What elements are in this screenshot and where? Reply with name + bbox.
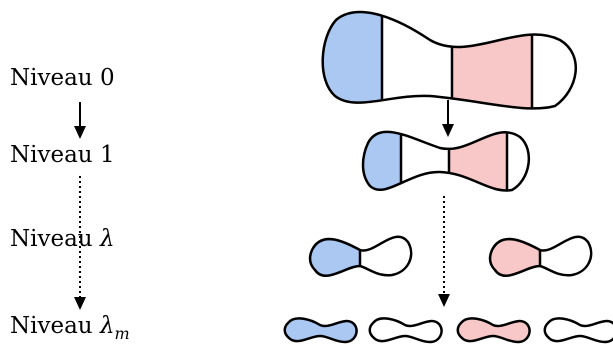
right-arrow-level0-to-1 bbox=[442, 100, 454, 137]
level-lambda-shape-left bbox=[308, 235, 413, 277]
level-lambda-label: Niveau λ bbox=[10, 226, 115, 252]
level-lambda-m-label: Niveau λm bbox=[10, 313, 130, 343]
level-lambda-shape-right bbox=[488, 235, 593, 277]
level-lambda-outline bbox=[488, 235, 593, 277]
arrowhead-down-icon bbox=[74, 297, 86, 310]
level-0-blue-region bbox=[322, 12, 382, 109]
level-lambda-pink-region bbox=[490, 236, 540, 276]
level-lambda-blue-region bbox=[310, 236, 360, 276]
level-labels: Niveau 0 Niveau 1 Niveau λ Niveau λm bbox=[10, 65, 130, 343]
level-1-shape bbox=[361, 130, 531, 192]
level-1-blue-region bbox=[363, 131, 401, 191]
right-dotted-arrow bbox=[438, 196, 450, 307]
level-lambda-m-shapes bbox=[283, 317, 613, 344]
level-lambda-m-blob-white bbox=[368, 317, 443, 344]
level-0-outline bbox=[321, 10, 577, 110]
arrowhead-down-icon bbox=[438, 294, 450, 307]
arrowhead-down-icon bbox=[442, 124, 454, 137]
level-lambda-m-blob-pink bbox=[456, 317, 531, 344]
left-arrows bbox=[74, 102, 86, 310]
arrowhead-down-icon bbox=[74, 126, 86, 139]
level-0-label: Niveau 0 bbox=[10, 65, 115, 91]
level-lambda-outline bbox=[308, 235, 413, 277]
level-lambda-m-blob-blue bbox=[283, 317, 358, 344]
level-1-pink-region bbox=[449, 131, 507, 191]
level-0-pink-region bbox=[452, 12, 532, 109]
level-1-outline bbox=[361, 130, 531, 192]
level-lambda-m-blob-white bbox=[543, 317, 613, 344]
level-1-label: Niveau 1 bbox=[10, 142, 115, 168]
level-0-shape bbox=[321, 10, 577, 110]
